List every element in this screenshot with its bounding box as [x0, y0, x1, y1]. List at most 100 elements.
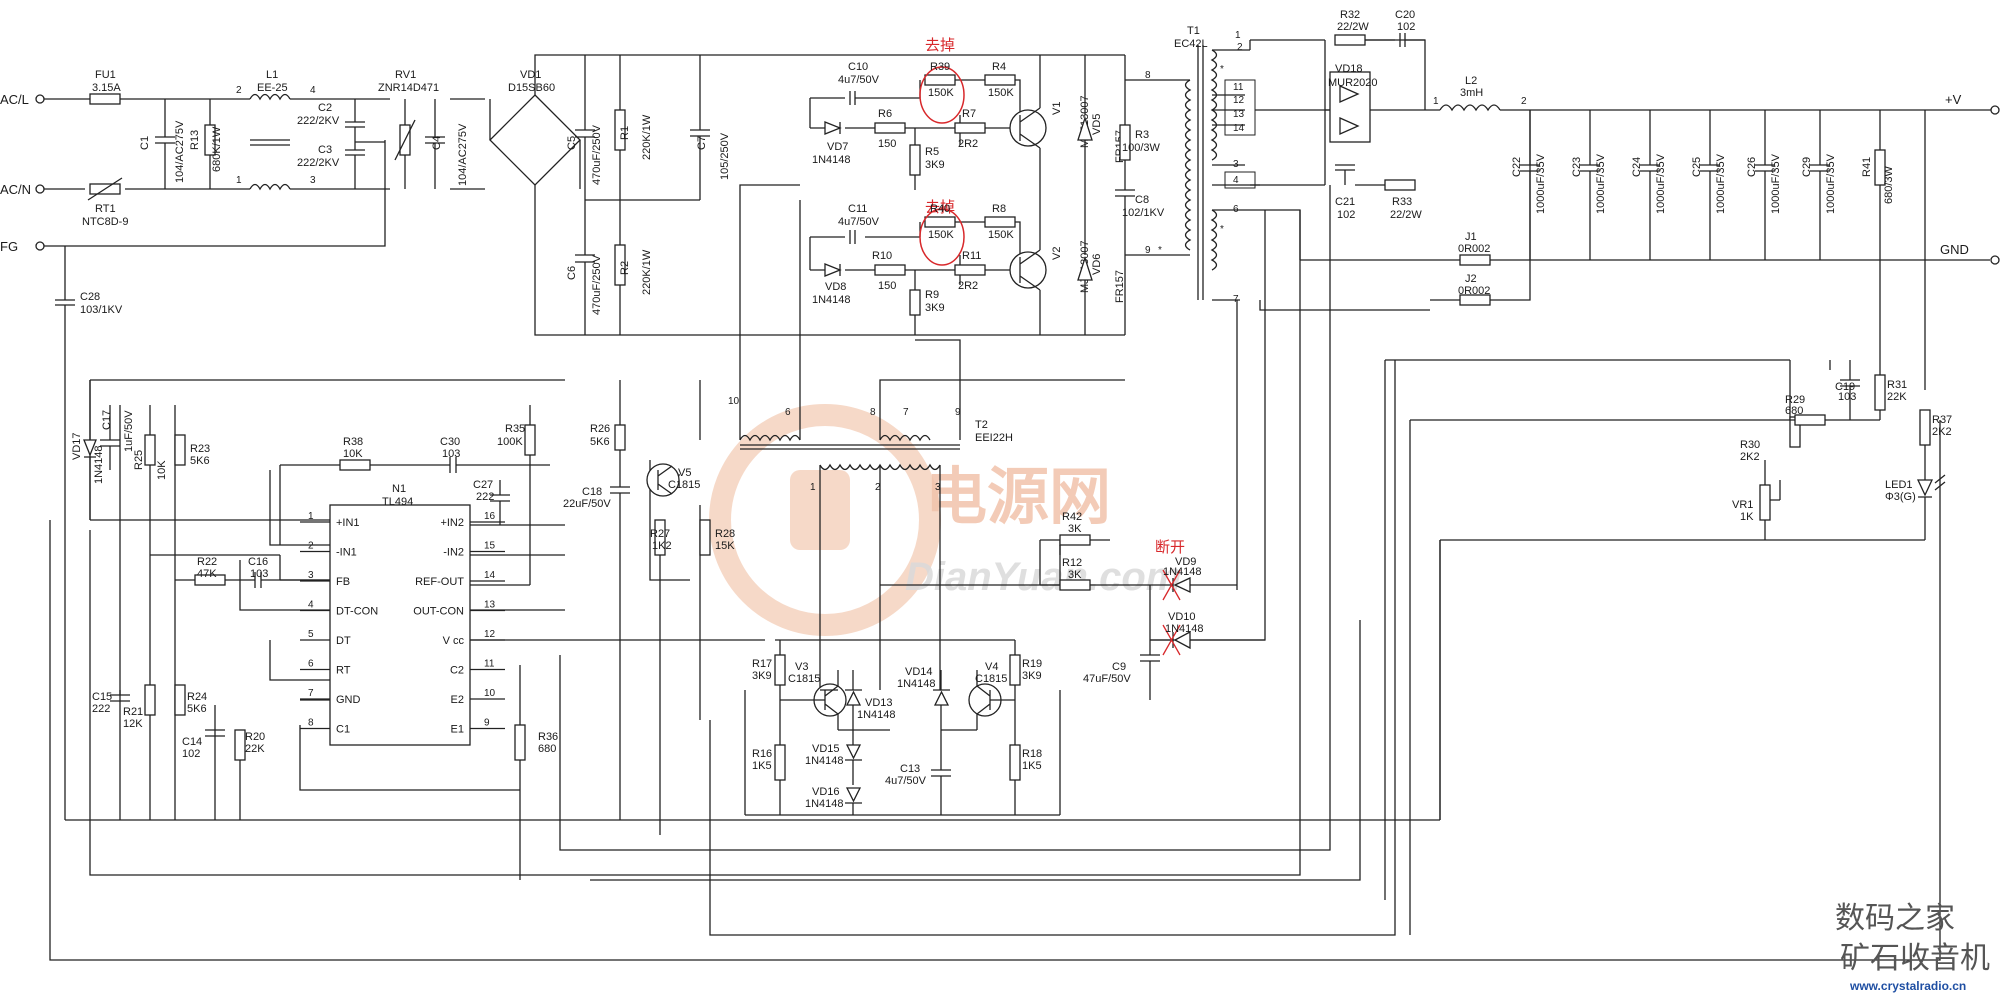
r25-val: 10K	[156, 460, 168, 480]
tl494-pin-name: DT-CON	[336, 606, 378, 618]
r8-val: 150K	[988, 229, 1014, 241]
r6-ref: R6	[878, 108, 892, 120]
resistor-r4	[984, 74, 1016, 86]
r26-val: 5K6	[590, 436, 610, 448]
tl494-pin-name: C2	[450, 665, 464, 677]
resistor-r23	[174, 434, 186, 466]
c2-val: 222/2KV	[297, 115, 340, 127]
c16-ref: C16	[248, 556, 268, 568]
diode-vd16	[845, 787, 862, 803]
c17-val: 1uF/50V	[123, 410, 135, 452]
resistor-r3	[1119, 124, 1131, 161]
j2-ref: J2	[1465, 273, 1477, 285]
vd15-ref: VD15	[812, 743, 840, 755]
c15-val: 222	[92, 703, 110, 715]
c30-ref: C30	[440, 436, 460, 448]
diode-vd18	[1329, 71, 1371, 143]
c9-val: 47uF/50V	[1083, 673, 1131, 685]
r32-val: 22/2W	[1337, 21, 1369, 33]
resistor-r24	[174, 684, 186, 716]
svg-text:13: 13	[1233, 109, 1245, 120]
r29-val: 680	[1785, 405, 1803, 417]
resistor-r2	[614, 244, 626, 286]
resistor-r26	[614, 424, 626, 451]
r40-val: 150K	[928, 229, 954, 241]
r27-val: 1K2	[652, 540, 672, 552]
svg-text:4: 4	[310, 85, 316, 96]
vd13-ref: VD13	[865, 697, 893, 709]
resistor-r11	[954, 264, 986, 276]
r8-ref: R8	[992, 203, 1006, 215]
terminal-gnd: GND	[1940, 242, 1969, 257]
r33-ref: R33	[1392, 196, 1412, 208]
resistor-r42	[1059, 534, 1091, 546]
r25-ref: R25	[133, 450, 145, 470]
credit-url: www.crystalradio.cn	[1849, 979, 1966, 993]
r20-val: 22K	[245, 743, 265, 755]
r29-ref: R29	[1785, 394, 1805, 406]
svg-text:*: *	[1220, 224, 1224, 235]
c5-ref: C5	[566, 136, 578, 150]
v4-ref: V4	[985, 661, 998, 673]
remove-note-1: 去掉	[925, 36, 955, 54]
tl494-pin-number: 16	[484, 511, 496, 522]
diode-vd13	[845, 690, 862, 706]
tl494-pin-number: 14	[484, 570, 496, 581]
vd16-val: 1N4148	[805, 798, 844, 810]
c8-ref: C8	[1135, 194, 1149, 206]
terminal-acl-icon	[35, 94, 45, 104]
vd17-val: 1N4148	[93, 445, 105, 484]
svg-text:14: 14	[1233, 123, 1245, 134]
watermark-en: DianYuan.com	[905, 555, 1181, 599]
c4-val: 104/AC275V	[457, 123, 469, 186]
r33-val: 22/2W	[1390, 209, 1422, 221]
r39-ref: R39	[930, 61, 950, 73]
vd18-val: MUR2020	[1328, 77, 1378, 89]
r17-val: 3K9	[752, 670, 772, 682]
svg-text:*: *	[1220, 64, 1224, 75]
r6-val: 150	[878, 138, 896, 150]
tl494-pin-name: -IN1	[336, 547, 357, 559]
t2-ref: T2	[975, 419, 988, 431]
resistor-r40	[924, 216, 956, 228]
tl494-pin-number: 1	[308, 511, 314, 522]
vd5-ref: VD5	[1091, 114, 1103, 135]
bus-wires	[49, 185, 1941, 961]
tl494-pin-name: RT	[336, 665, 351, 677]
c28-val: 103/1KV	[80, 304, 123, 316]
resistor-r28	[699, 519, 711, 556]
t1-ref: T1	[1187, 25, 1200, 37]
tl494-pin-number: 4	[308, 600, 314, 611]
r20-ref: R20	[245, 731, 265, 743]
vd14-val: 1N4148	[897, 678, 936, 690]
resistor-r17	[774, 654, 786, 686]
vd1-val: D15SB60	[508, 82, 555, 94]
input-section: AC/L AC/N FG FU1 3.15A RT1 NTC8D-9 C1 10…	[0, 69, 469, 820]
half-bridge-section: 去掉 C10 4u7/50V R39 150K R4 150K R6 150 R…	[809, 36, 1165, 335]
transistor-v2	[1009, 251, 1047, 289]
r4-ref: R4	[992, 61, 1006, 73]
c3-val: 222/2KV	[297, 157, 340, 169]
c10-val: 4u7/50V	[838, 74, 880, 86]
diode-vd8	[824, 263, 842, 277]
c14-val: 102	[182, 748, 200, 760]
resistor-r33	[1384, 179, 1416, 191]
svg-text:1: 1	[1433, 96, 1439, 107]
c20-ref: C20	[1395, 9, 1415, 21]
rt1-val: NTC8D-9	[82, 216, 128, 228]
c26-val: 1000uF/35V	[1770, 153, 1782, 214]
transistor-v5	[646, 463, 680, 497]
vd10-val: 1N4148	[1165, 623, 1204, 635]
c26-ref: C26	[1746, 157, 1758, 177]
r38-val: 10K	[343, 448, 363, 460]
c18-ref: C18	[582, 486, 602, 498]
resistor-r13	[204, 124, 216, 156]
svg-text:12: 12	[1233, 95, 1245, 106]
r7-ref: R7	[962, 108, 976, 120]
r32-ref: R32	[1340, 9, 1360, 21]
terminal-acl: AC/L	[0, 92, 29, 107]
l1-val: EE-25	[257, 82, 288, 94]
r27-ref: R27	[650, 528, 670, 540]
